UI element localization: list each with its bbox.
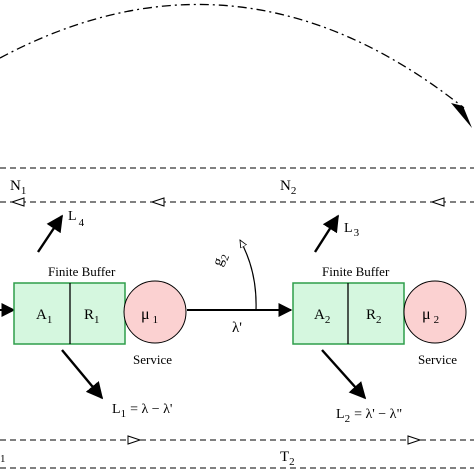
t2-label: T2: [280, 449, 295, 468]
stage1-server: [123, 280, 187, 344]
return-arrow-right: [430, 197, 445, 207]
return-arrow-mid: [150, 197, 165, 207]
bottom-left-cut-label: 1: [0, 453, 6, 465]
stage2-loss-top-arrow: [313, 214, 340, 253]
stage2-a-label: A2: [314, 307, 330, 326]
feedback-arc-arrowhead: [451, 103, 472, 128]
forward-arrow-right: [407, 435, 422, 445]
stage2-loss-bottom-arrow: [321, 349, 367, 400]
stage1-loss-top-arrow: [37, 214, 63, 253]
routing-curve-arrow: [239, 240, 257, 311]
stage1-service-label: Service: [133, 352, 172, 367]
stage2-service-label: Service: [418, 352, 457, 367]
stage1-buffer-title: Finite Buffer: [48, 264, 116, 279]
stage2-server: [403, 280, 467, 344]
stage1-loss-bottom-arrow: [61, 349, 104, 400]
stage1-loss-bottom-label: L1= λ − λ': [112, 402, 172, 420]
routing-g-label: g2: [210, 251, 232, 270]
stage2-r-label: R2: [366, 307, 382, 326]
feedback-arc: [0, 3, 465, 109]
stage2-loss-bottom-label: L2= λ' − λ": [336, 407, 402, 425]
stage2-loss-top-label: L3: [344, 221, 360, 239]
stage1-r-label: R1: [84, 307, 100, 326]
n1-label: N1: [10, 178, 26, 197]
lambda-prime-label: λ': [232, 320, 242, 336]
n2-label: N2: [280, 178, 296, 197]
return-arrow-left: [10, 197, 25, 207]
stage1-a-label: A1: [36, 307, 52, 326]
stage2-buffer-title: Finite Buffer: [322, 264, 390, 279]
forward-arrow-left: [127, 435, 142, 445]
